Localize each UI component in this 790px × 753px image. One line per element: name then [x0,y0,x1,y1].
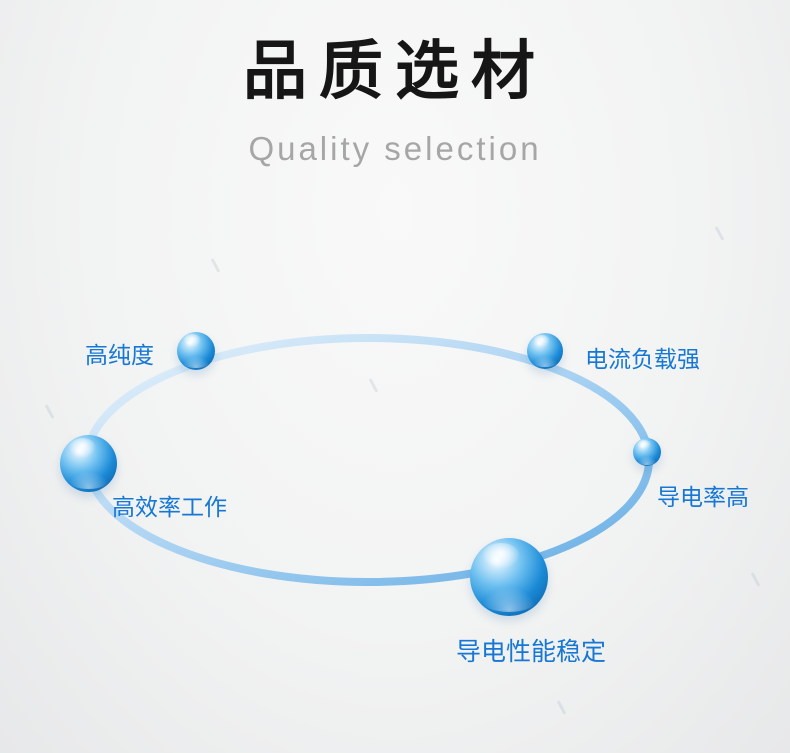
feature-label-conductivity: 导电率高 [657,484,749,510]
bubble-high-purity [177,332,215,370]
page-title: 品质选材 [243,35,547,107]
bubble-conductivity [633,438,661,466]
feature-label-high-purity: 高纯度 [85,342,154,368]
bubble-stable-performance [470,538,548,616]
feature-label-current-load: 电流负载强 [585,346,700,372]
feature-label-high-efficiency: 高效率工作 [112,494,227,520]
bubble-high-efficiency [60,435,117,492]
feature-label-stable-performance: 导电性能稳定 [456,638,607,666]
bubble-current-load [527,333,563,369]
page-subtitle: Quality selection [248,130,542,167]
